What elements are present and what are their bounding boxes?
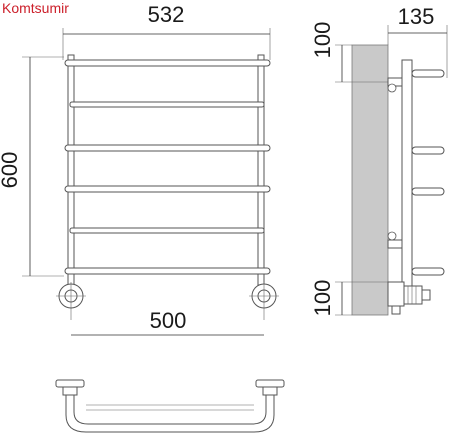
- center-distance-label: 500: [150, 308, 187, 333]
- left-post: [67, 54, 75, 286]
- rung: [64, 59, 271, 67]
- front-view: 532 600 500: [0, 2, 279, 336]
- rung-end: [411, 187, 445, 196]
- bottom-offset-label: 100: [310, 280, 335, 317]
- wall-bracket-bottom: [387, 239, 403, 249]
- width-dimension-label: 532: [148, 2, 185, 27]
- rung-end: [411, 146, 445, 155]
- left-flange: [55, 379, 85, 388]
- height-dimension-label: 600: [0, 152, 22, 189]
- rung: [64, 267, 271, 275]
- rung: [69, 101, 265, 108]
- top-rail-outer: [65, 395, 275, 433]
- top-rail-inner: [73, 395, 267, 425]
- right-flange: [255, 379, 285, 388]
- rung-end: [411, 69, 445, 78]
- side-view: 135 100 100: [310, 4, 448, 317]
- rung: [69, 227, 265, 234]
- wall: [351, 44, 389, 316]
- right-post: [257, 54, 265, 286]
- depth-dimension-label: 135: [398, 4, 435, 29]
- rung-end: [411, 267, 445, 276]
- rung: [64, 185, 271, 193]
- top-offset-label: 100: [310, 22, 335, 59]
- top-view: [55, 379, 285, 433]
- bottom-valve: [387, 281, 431, 315]
- right-stub: [262, 386, 278, 396]
- right-connector: [249, 282, 279, 320]
- brand-logo-text: Komtsumir: [2, 0, 69, 16]
- left-connector: [56, 282, 86, 320]
- side-riser: [401, 59, 413, 291]
- left-stub: [62, 386, 78, 396]
- rung: [64, 144, 271, 152]
